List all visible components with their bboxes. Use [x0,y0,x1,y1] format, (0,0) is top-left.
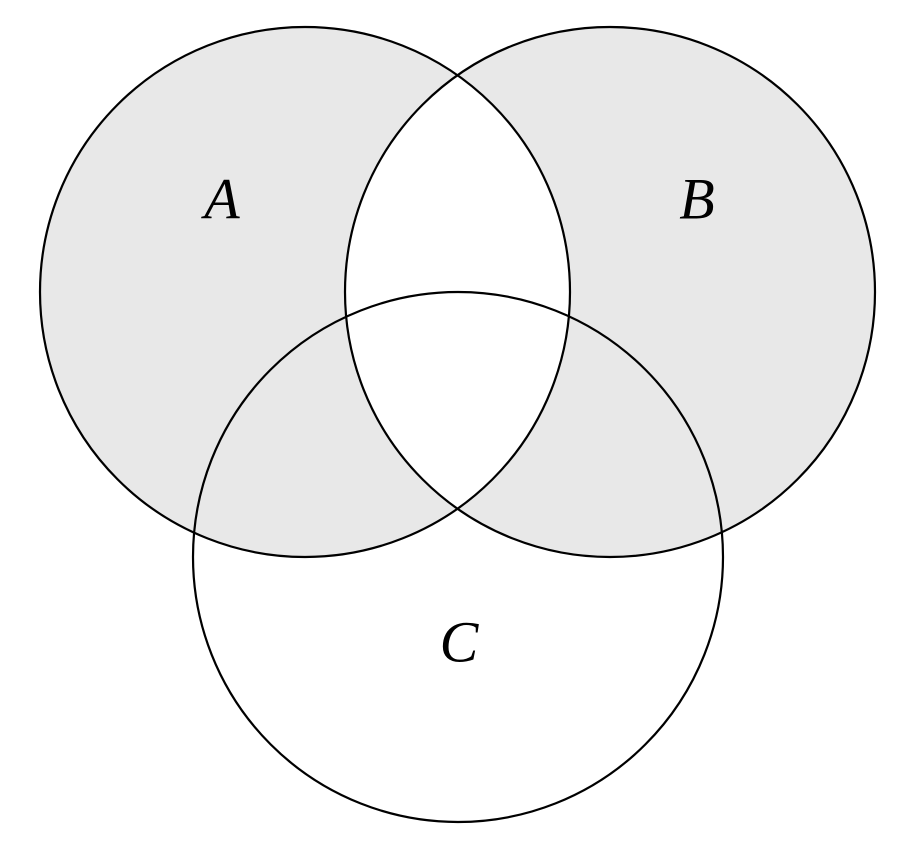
set-label-c: C [440,609,480,674]
set-label-b: B [679,166,714,231]
set-circle-b[interactable] [343,25,877,559]
set-circle-c[interactable] [191,290,725,824]
set-label-a: A [200,166,240,231]
set-circle-a[interactable] [38,25,572,559]
